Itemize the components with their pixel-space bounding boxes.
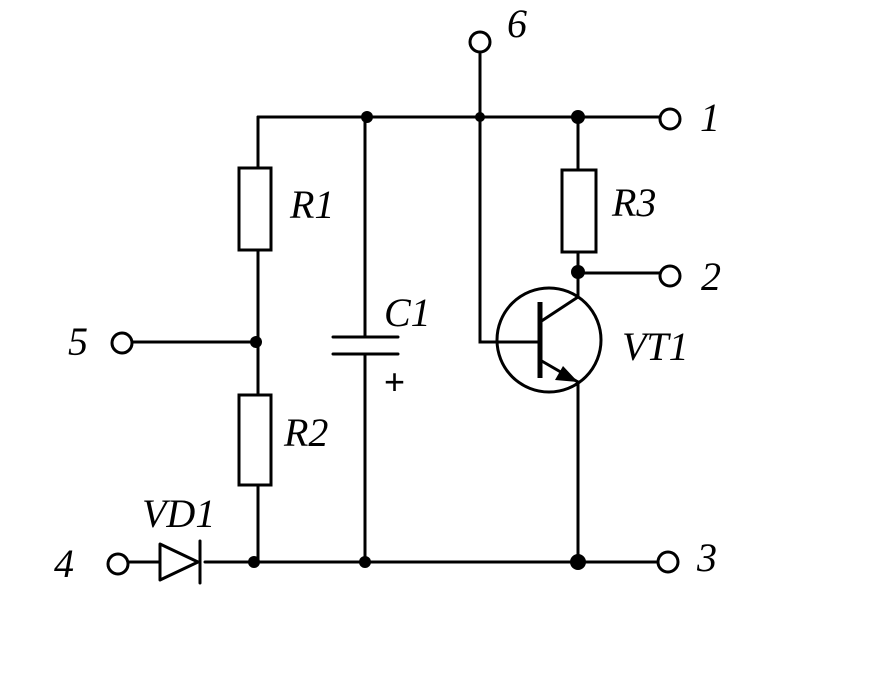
base-wire xyxy=(478,115,542,344)
terminal-1-connector xyxy=(658,107,682,131)
resistor-r2-label: R2 xyxy=(283,410,328,455)
junction-dot xyxy=(359,556,371,568)
junction-dot xyxy=(248,556,260,568)
terminal-6: 6 xyxy=(468,1,527,54)
junction-dot xyxy=(361,111,373,123)
terminal-6-label: 6 xyxy=(507,1,527,46)
resistor-r1-label: R1 xyxy=(289,182,334,227)
terminal-5: 5 xyxy=(68,319,134,364)
transistor-vt1-circle xyxy=(495,286,603,394)
transistor-vt1-label: VT1 xyxy=(622,324,689,369)
terminal-4: 4 xyxy=(54,541,130,586)
capacitor-c1: C1 + xyxy=(331,290,431,402)
resistor-r2-body xyxy=(237,393,273,487)
resistor-r3-body xyxy=(560,168,598,254)
diode-vd1-triangle xyxy=(158,542,200,582)
junction-dot xyxy=(475,112,485,122)
terminal-1-label: 1 xyxy=(700,95,720,140)
diode-vd1-label: VD1 xyxy=(142,491,215,536)
resistor-r1: R1 xyxy=(237,166,334,252)
diode-vd1: VD1 xyxy=(142,491,215,585)
terminal-2-label: 2 xyxy=(701,254,721,299)
terminal-3-connector xyxy=(656,550,680,574)
junction-dot xyxy=(250,336,262,348)
transistor-vt1-emitter-arrow xyxy=(555,366,578,382)
resistor-r3: R3 xyxy=(560,168,656,254)
junction-dot xyxy=(571,265,585,279)
terminal-1: 1 xyxy=(658,95,720,140)
terminal-5-label: 5 xyxy=(68,319,88,364)
junction-dot xyxy=(570,554,586,570)
terminal-3: 3 xyxy=(656,535,717,580)
terminal-3-label: 3 xyxy=(696,535,717,580)
resistor-r1-body xyxy=(237,166,273,252)
terminal-4-label: 4 xyxy=(54,541,74,586)
transistor-vt1-collector-lead xyxy=(538,295,580,324)
terminal-6-connector xyxy=(468,30,492,54)
junction-dot xyxy=(571,110,585,124)
transistor-vt1: VT1 xyxy=(495,286,689,394)
terminal-2: 2 xyxy=(658,254,721,299)
capacitor-c1-label: C1 xyxy=(384,290,431,335)
terminal-4-connector xyxy=(106,552,130,576)
capacitor-c1-polarity: + xyxy=(384,361,405,402)
terminal-2-connector xyxy=(658,264,682,288)
resistor-r2: R2 xyxy=(237,393,328,487)
terminal-5-connector xyxy=(110,331,134,355)
junctions xyxy=(248,110,586,570)
resistor-r3-label: R3 xyxy=(611,180,656,225)
